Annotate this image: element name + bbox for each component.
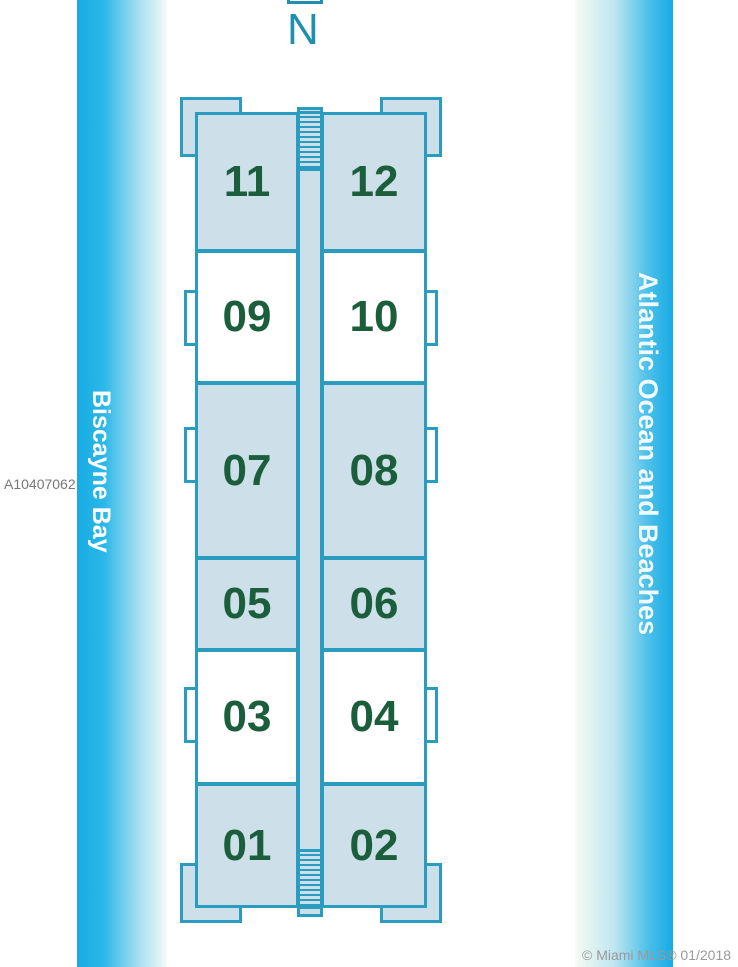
unit-06[interactable]: 06 (321, 557, 427, 651)
floor-plan: 11 12 09 10 07 08 05 06 03 04 01 02 (180, 97, 442, 923)
unit-05[interactable]: 05 (195, 557, 299, 651)
unit-10[interactable]: 10 (321, 250, 427, 384)
atlantic-ocean-band (575, 0, 673, 967)
balcony-04 (424, 687, 438, 743)
compass-north-label: N (287, 5, 319, 54)
listing-id-watermark: A10407062 (4, 476, 76, 492)
unit-12[interactable]: 12 (321, 112, 427, 252)
balcony-03 (184, 687, 198, 743)
atlantic-ocean-label: Atlantic Ocean and Beaches (633, 272, 663, 636)
unit-08[interactable]: 08 (321, 382, 427, 559)
south-stair-icon (297, 849, 323, 909)
unit-04[interactable]: 04 (321, 649, 427, 785)
unit-01[interactable]: 01 (195, 783, 299, 908)
balcony-08 (424, 427, 438, 483)
central-corridor (297, 107, 323, 917)
balcony-10 (424, 290, 438, 346)
balcony-09 (184, 290, 198, 346)
biscayne-bay-label: Biscayne Bay (87, 390, 115, 553)
balcony-07 (184, 427, 198, 483)
unit-09[interactable]: 09 (195, 250, 299, 384)
unit-07[interactable]: 07 (195, 382, 299, 559)
north-stair-icon (297, 111, 323, 171)
unit-03[interactable]: 03 (195, 649, 299, 785)
unit-11[interactable]: 11 (195, 112, 299, 252)
unit-02[interactable]: 02 (321, 783, 427, 908)
biscayne-bay-band (77, 0, 167, 967)
north-arrow-icon (287, 0, 323, 4)
copyright-watermark: © Miami MLS® 01/2018 (582, 947, 732, 963)
